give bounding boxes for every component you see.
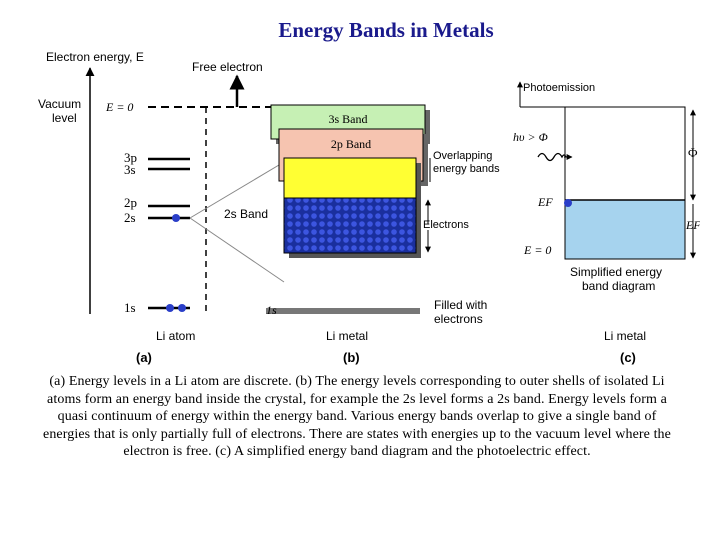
metal-label-c: Li metal xyxy=(604,329,646,343)
level-label-3p: 3p xyxy=(124,150,137,165)
level-label-3s: 3s xyxy=(124,162,136,177)
simplified-label-1: Simplified energy xyxy=(570,265,662,279)
connector-line-top xyxy=(189,161,285,219)
electron-1s-b xyxy=(178,304,186,312)
atom-label: Li atom xyxy=(156,329,195,343)
figure-caption: (a) Energy levels in a Li atom are discr… xyxy=(43,374,671,460)
band-2s-empty xyxy=(283,157,417,199)
panel-b: 3s Band 2p Band 2s Band Overlapping ener… xyxy=(189,104,500,365)
fermi-label-left: EF xyxy=(537,195,553,209)
e-zero-label-a: E = 0 xyxy=(105,100,133,114)
electron-fermi xyxy=(564,199,572,207)
metal-label-b: Li metal xyxy=(326,329,368,343)
photon-label: hυ > Φ xyxy=(513,130,548,144)
band-filled-region xyxy=(564,199,686,260)
photon-wave xyxy=(537,152,567,162)
level-label-2s: 2s xyxy=(124,210,136,225)
phi-label: Φ xyxy=(688,145,698,160)
level-label-1s: 1s xyxy=(124,300,136,315)
panel-c: Photoemission hυ > Φ EF E = 0 Φ EF Simpl… xyxy=(513,81,700,365)
connector-line-bottom xyxy=(189,217,285,283)
band-2p-label: 2p Band xyxy=(331,137,371,151)
page-title: Energy Bands in Metals xyxy=(278,18,494,42)
filled-label-1: Filled with xyxy=(434,298,487,312)
panel-letter-b: (b) xyxy=(343,350,360,365)
photoemission-label: Photoemission xyxy=(523,82,595,94)
panel-letter-a: (a) xyxy=(136,350,152,365)
electron-2s xyxy=(172,214,180,222)
e-zero-label-c: E = 0 xyxy=(523,243,551,257)
fermi-label-right: EF xyxy=(685,218,700,232)
electron-1s-a xyxy=(166,304,174,312)
energy-axis-label: Electron energy, E xyxy=(46,50,144,64)
band-2s-filled xyxy=(283,197,417,254)
panel-a: Electron energy, E Vacuum level E = 0 Fr… xyxy=(38,50,298,365)
band-2s-label: 2s Band xyxy=(224,207,268,221)
simplified-label-2: band diagram xyxy=(582,279,655,293)
electrons-label: Electrons xyxy=(423,219,469,231)
level-1s-label-b: 1s xyxy=(266,303,277,317)
panel-letter-c: (c) xyxy=(620,350,636,365)
vacuum-level-label-2: level xyxy=(52,111,77,125)
filled-label-2: electrons xyxy=(434,312,483,326)
free-electron-label: Free electron xyxy=(192,60,263,74)
band-1s xyxy=(266,308,420,314)
overlap-label-2: energy bands xyxy=(433,163,500,175)
vacuum-level-label-1: Vacuum xyxy=(38,97,81,111)
band-3s-label: 3s Band xyxy=(329,112,368,126)
energy-band-figure: Electron energy, E Vacuum level E = 0 Fr… xyxy=(38,50,700,365)
overlap-label-1: Overlapping xyxy=(433,150,492,162)
level-label-2p: 2p xyxy=(124,195,137,210)
